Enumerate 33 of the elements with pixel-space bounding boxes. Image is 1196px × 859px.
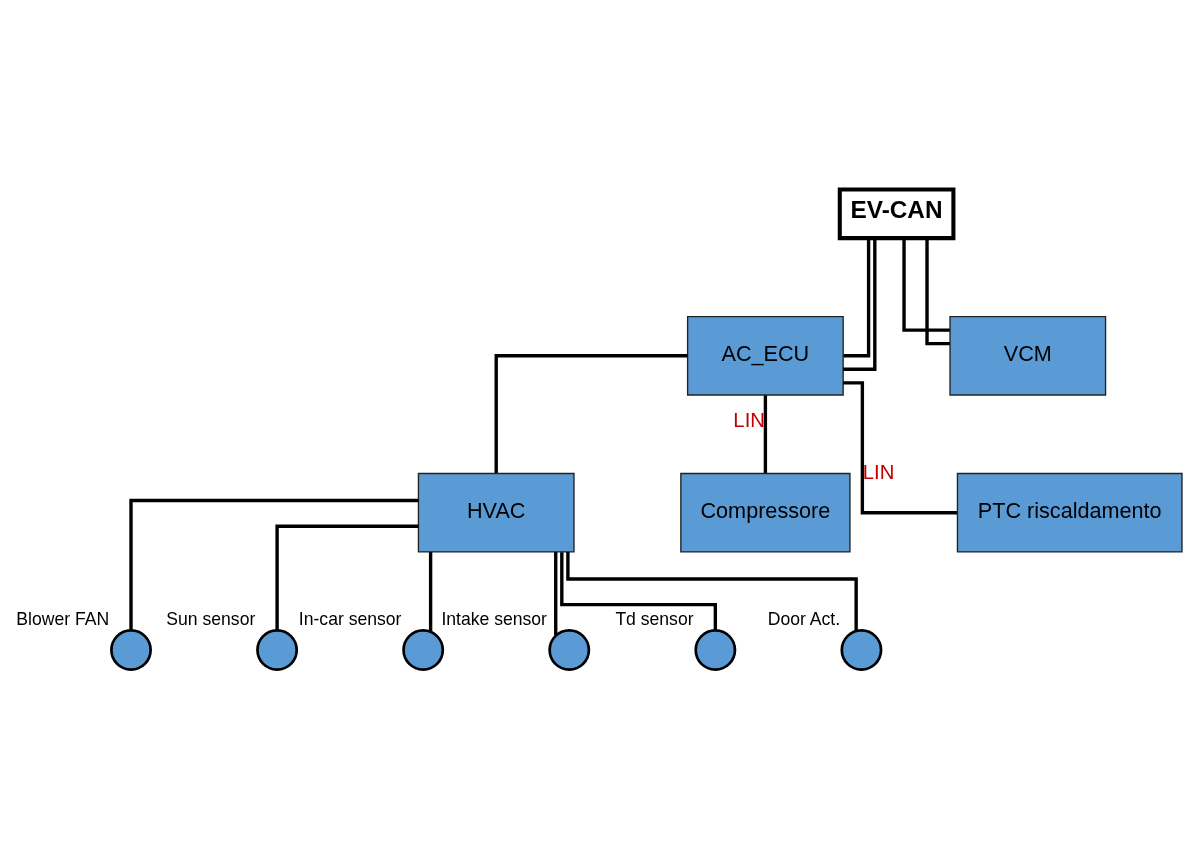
connector xyxy=(925,238,950,346)
node-box: Compressore xyxy=(680,472,851,553)
node-label: In-car sensor xyxy=(298,609,402,630)
connector xyxy=(566,552,858,631)
node-circle xyxy=(548,629,591,671)
node-label: Intake sensor xyxy=(441,609,547,630)
node-label: Door Act. xyxy=(767,609,841,630)
edge-label: LIN xyxy=(862,460,895,483)
connector xyxy=(560,552,718,630)
edge-label: LIN xyxy=(733,409,765,432)
node-label: Sun sensor xyxy=(166,609,256,630)
connector xyxy=(843,238,877,371)
connector xyxy=(428,552,433,632)
node-box: AC_ECU xyxy=(686,315,844,396)
node-circle xyxy=(256,629,299,671)
connector xyxy=(763,395,768,474)
node-box: PTC riscaldamento xyxy=(956,472,1183,553)
node-circle xyxy=(840,629,883,671)
connector xyxy=(554,552,558,636)
connector xyxy=(843,381,957,515)
connector xyxy=(843,238,871,358)
node-label: Td sensor xyxy=(615,609,694,630)
node-circle xyxy=(402,629,445,671)
node-box: HVAC xyxy=(417,472,575,553)
connector xyxy=(902,238,950,332)
node-label: Blower FAN xyxy=(16,609,110,630)
connector xyxy=(275,524,419,631)
node-box: EV-CAN xyxy=(837,187,956,241)
node-circle xyxy=(110,629,152,671)
connector xyxy=(129,498,419,630)
connector xyxy=(494,354,688,474)
node-circle xyxy=(694,629,737,671)
node-box: VCM xyxy=(949,315,1107,396)
